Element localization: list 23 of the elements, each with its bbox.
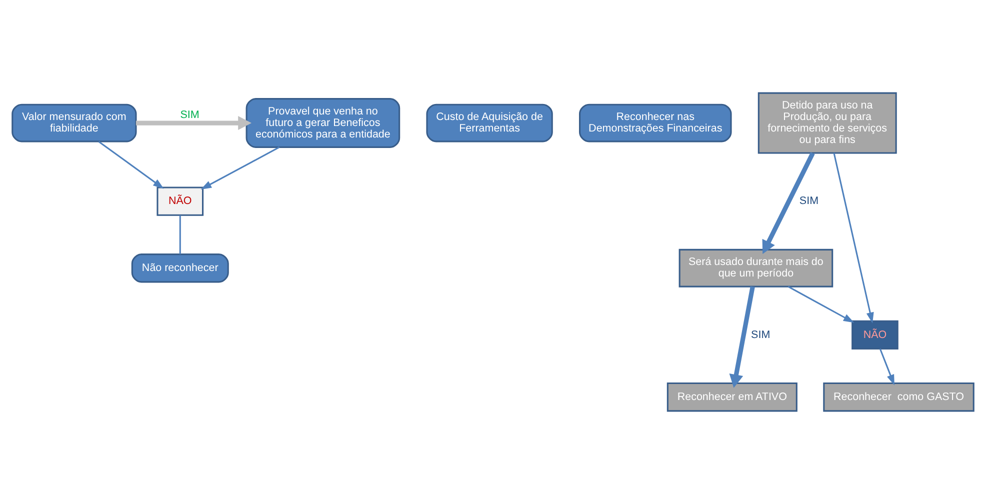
node-box: Reconhecer como GASTO (823, 382, 974, 412)
node-box: Valor mensurado com fiabilidade (12, 103, 137, 142)
node-box: Reconhecer em ATIVO (666, 382, 798, 412)
node-box: Provavel que venha no futuro a gerar Beneficos económicos para a entidade (246, 98, 400, 148)
node-box: Será usado durante mais do que um período (678, 248, 834, 287)
node-box: Custo de Aquisição de Ferramentas (426, 103, 553, 142)
arrow (200, 146, 280, 189)
arrow (136, 115, 252, 130)
arrow (98, 140, 164, 188)
node-box: Reconhecer nas Demonstrações Financeiras (579, 103, 732, 142)
connector (179, 214, 181, 254)
edge-label: SIM (751, 328, 770, 340)
node-box: Não reconhecer (131, 253, 229, 282)
arrow (879, 348, 894, 385)
edge-label: SIM (180, 108, 200, 120)
arrow (833, 152, 874, 323)
arrow (762, 152, 815, 254)
node-box: NÃO (852, 320, 898, 349)
node-box: NÃO (156, 186, 204, 216)
arrow (788, 285, 854, 322)
arrow (729, 286, 755, 388)
node-box: Detido para uso na Produção, ou para fornecimento de serviços ou para fins (758, 92, 897, 154)
edge-label: SIM (799, 194, 819, 207)
